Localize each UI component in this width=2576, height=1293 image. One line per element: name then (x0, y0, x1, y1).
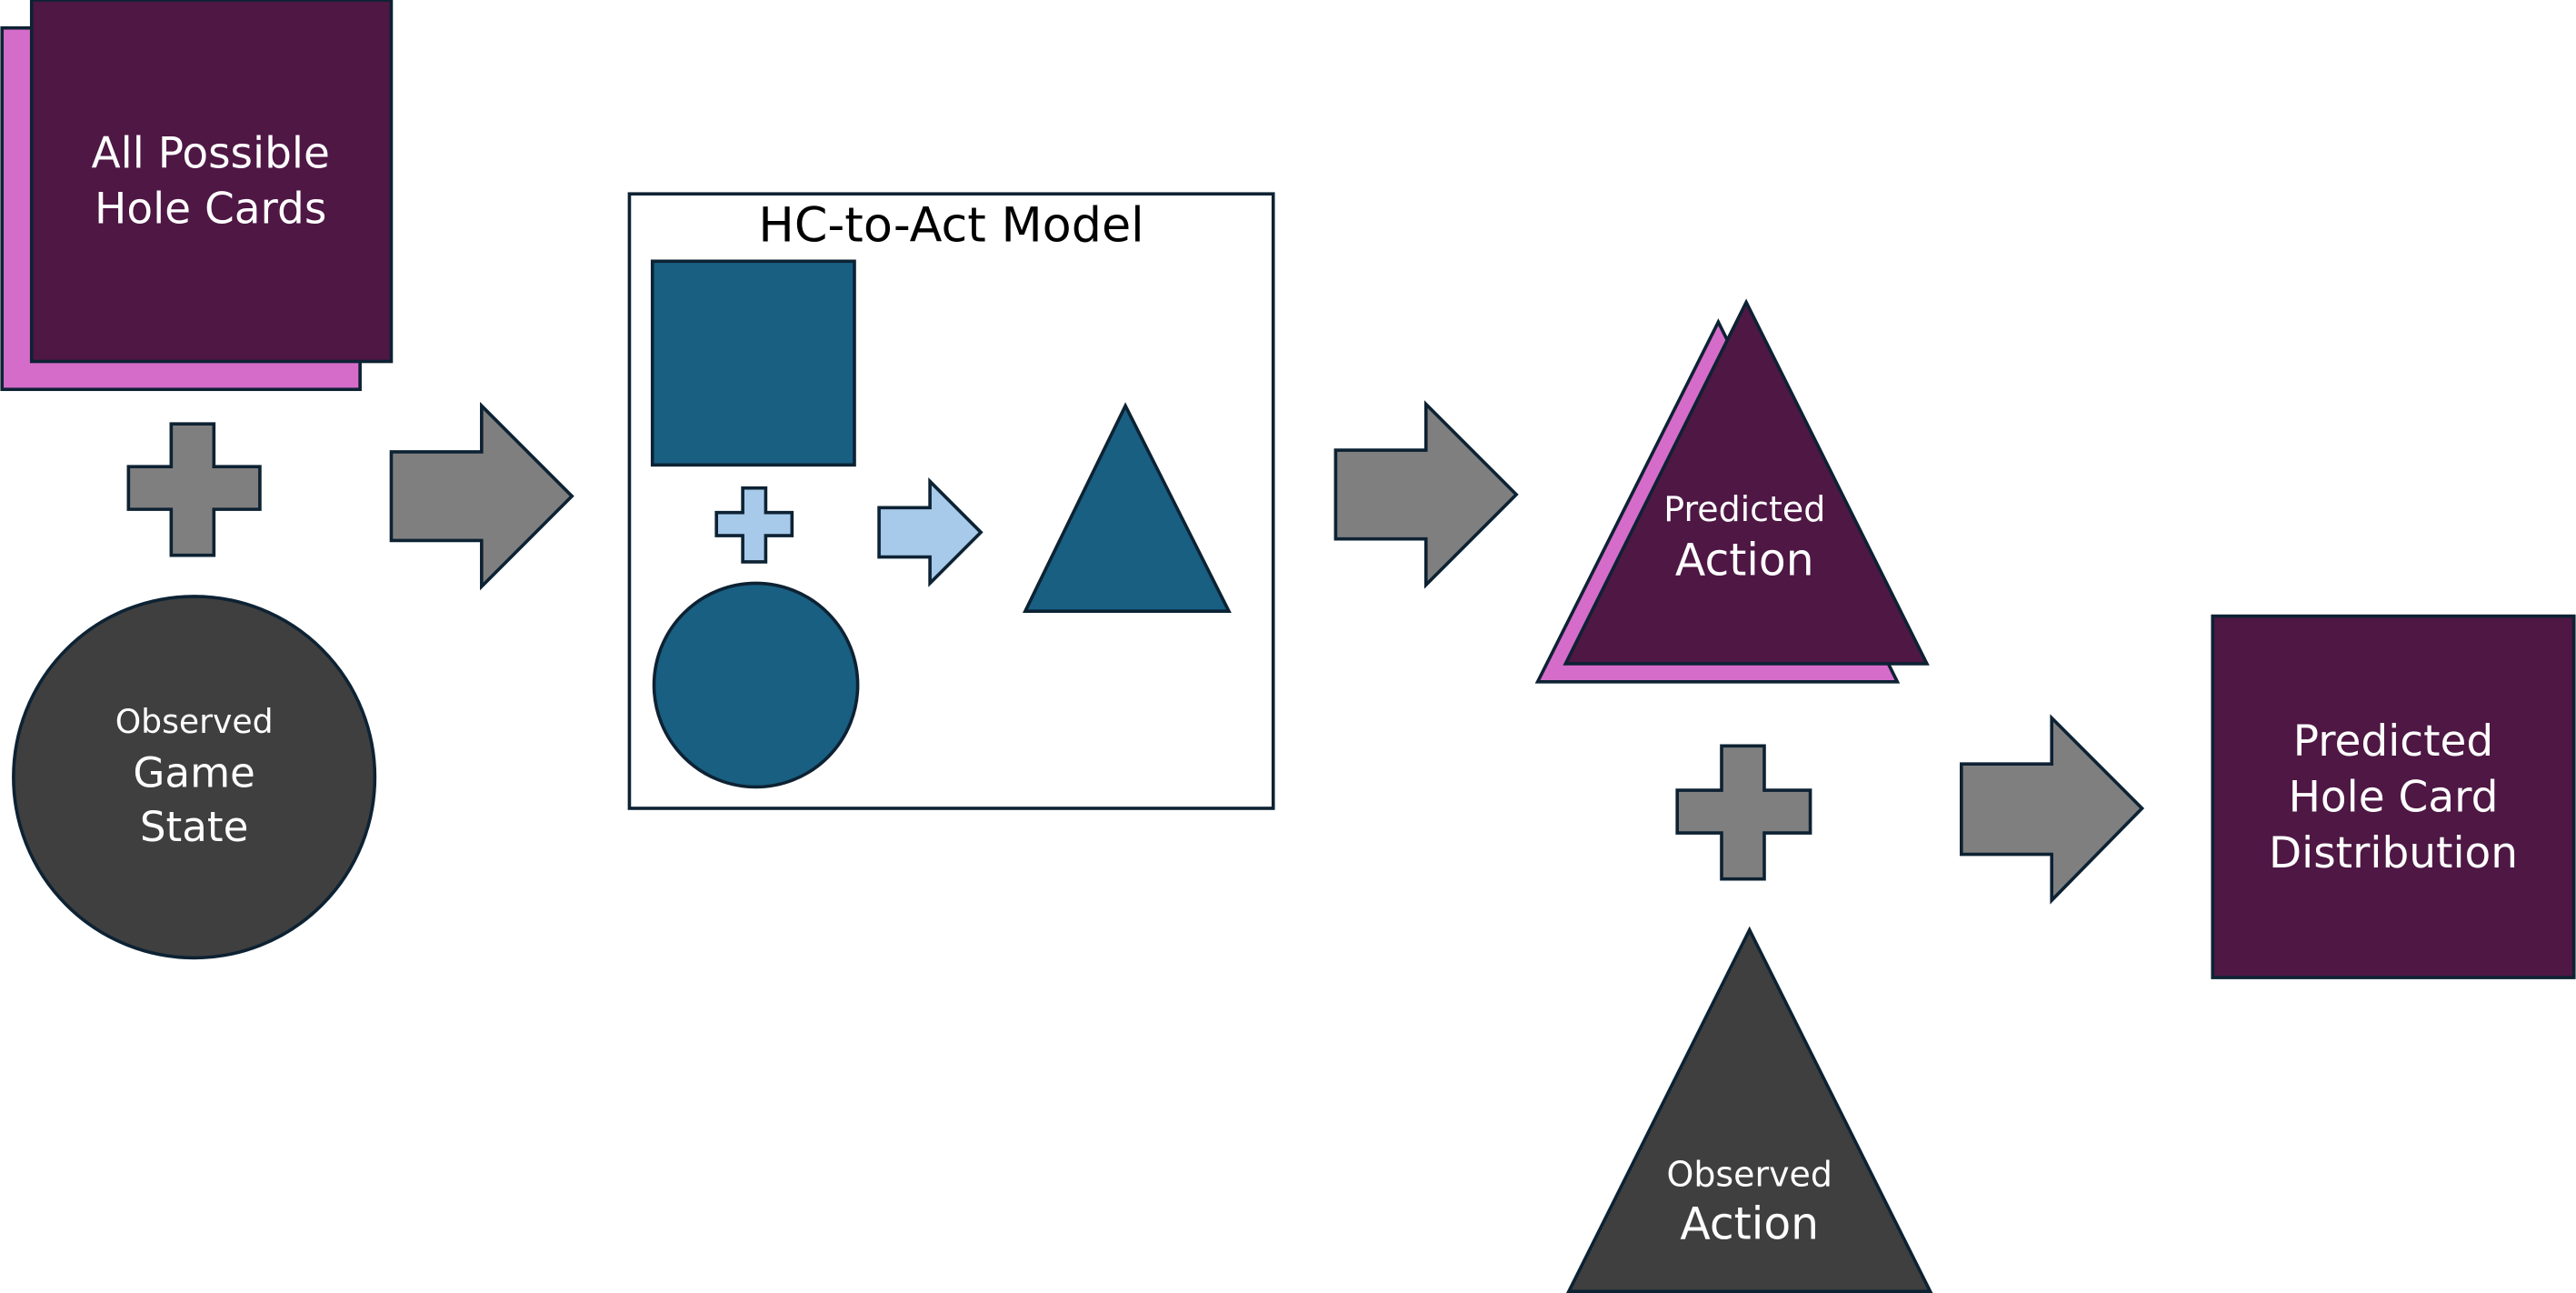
distribution-square (2211, 614, 2576, 979)
hc-to-act-model: HC-to-Act Model (627, 192, 1275, 810)
predicted-action-label-line1: Predicted (1663, 489, 1825, 529)
triangle-icon (1023, 402, 1232, 613)
game-state-label-line2: Game (133, 748, 255, 797)
observed-action-label-line2: Action (1680, 1198, 1819, 1249)
game-state-label-line3: State (140, 803, 249, 851)
hole-cards-label-line1: All Possible (92, 128, 330, 178)
game-state-label-line1: Observed (115, 702, 274, 741)
distribution-label-line3: Distribution (2269, 828, 2518, 878)
distribution-label-line2: Hole Card (2289, 773, 2499, 823)
distribution-node: Predicted Hole Card Distribution (2211, 614, 2576, 979)
right-arrow-icon (389, 401, 574, 591)
plus-icon (126, 422, 262, 557)
predicted-action-node: Predicted Action (1534, 298, 1930, 684)
distribution-label-line1: Predicted (2293, 717, 2494, 767)
predicted-action-label-line2: Action (1675, 534, 1814, 586)
game-state-node: Observed Game State (12, 595, 377, 960)
plus-icon (714, 486, 794, 564)
right-arrow-icon (1333, 400, 1519, 589)
square-icon (650, 259, 856, 467)
right-arrow-icon (877, 477, 983, 587)
hole-cards-front-square (29, 0, 394, 364)
observed-action-label-line1: Observed (1666, 1155, 1832, 1195)
observed-action-triangle (1566, 926, 1933, 1293)
circle-icon (652, 581, 860, 789)
predicted-action-front-triangle (1563, 298, 1930, 666)
observed-action-node: Observed Action (1566, 926, 1933, 1293)
hole-cards-node: All Possible Hole Cards (0, 0, 394, 392)
game-state-circle (12, 595, 377, 960)
plus-icon (1675, 744, 1812, 881)
right-arrow-icon (1960, 714, 2145, 905)
model-title: HC-to-Act Model (758, 198, 1143, 254)
hole-cards-label-line2: Hole Cards (95, 185, 326, 235)
